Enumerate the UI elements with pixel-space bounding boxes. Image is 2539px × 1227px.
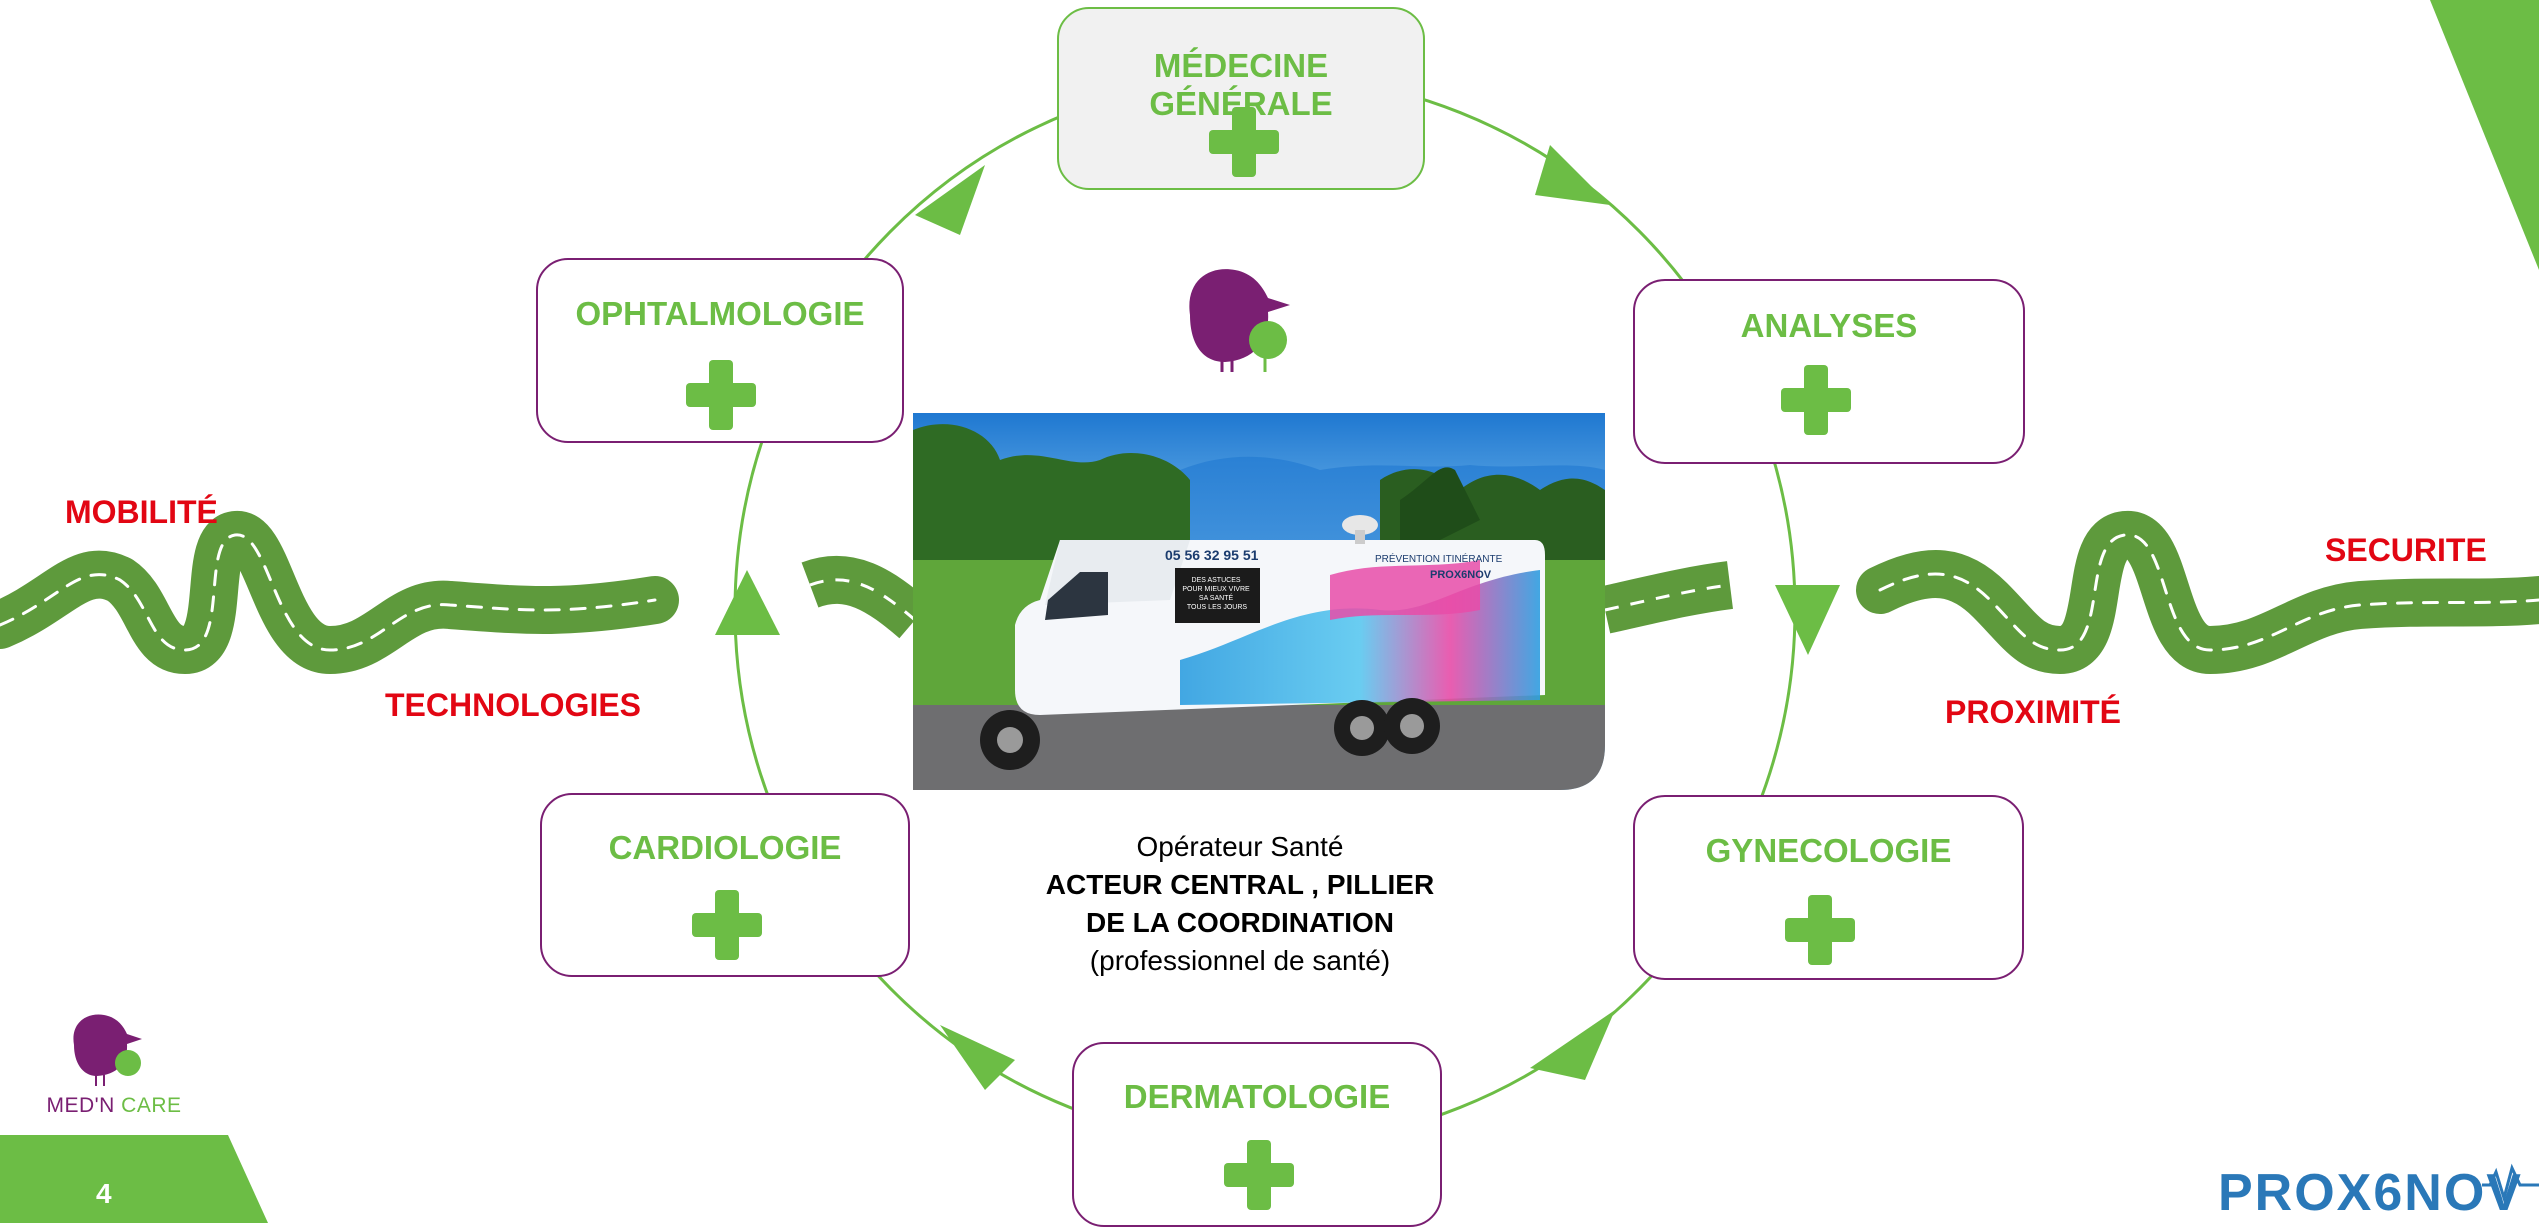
arrow-triangle-icon [1530,1010,1615,1080]
node-ophtalmologie: OPHTALMOLOGIE [536,258,904,443]
road-center-left [801,555,931,639]
mednc-logo-part-a: MED'N [46,1094,122,1117]
center-description: Opérateur Santé ACTEUR CENTRAL , PILLIER… [1030,828,1450,980]
van-sign-text: DES ASTUCES POUR MIEUX VIVRE SA SANTÉ TO… [1182,577,1251,611]
footer-band [0,1135,268,1223]
bird-logo-icon [1189,269,1290,372]
arrow-triangle-icon [1535,145,1610,205]
label-mobilite: MOBILITÉ [65,494,218,530]
node-medecine-generale: MÉDECINE GÉNÉRALE [1057,7,1425,190]
node-title: GYNECOLOGIE [1705,832,1952,869]
arrow-triangle-icon [715,570,780,635]
mednc-logo-part-b: CARE [121,1094,182,1117]
mednc-logo-text: MED'N CARE [44,1094,184,1118]
node-title: DERMATOLOGIE [1123,1078,1391,1115]
van-phone-text: 05 56 32 95 51 [1165,547,1259,563]
label-proximite: PROXIMITÉ [1945,694,2122,730]
center-line-2: ACTEUR CENTRAL , PILLIER [1045,869,1435,900]
node-title: ANALYSES [1740,307,1918,344]
node-title: CARDIOLOGIE [608,829,842,866]
plus-cross-icon [692,890,762,960]
node-dermatologie: DERMATOLOGIE [1072,1042,1442,1227]
road-center-right [1599,561,1734,634]
plus-cross-icon [1785,895,1855,965]
mednc-bird-logo-icon [73,1014,142,1086]
label-securite: SECURITE [2325,532,2487,568]
plus-cross-icon [686,360,756,430]
pulse-line-icon [2482,1163,2539,1204]
center-line-3: DE LA COORDINATION [1086,907,1394,938]
prox6nov-logo: PROX6NOV [2218,1164,2523,1222]
node-title: OPHTALMOLOGIE [575,295,865,332]
van-photo: DES ASTUCES POUR MIEUX VIVRE SA SANTÉ TO… [913,413,1605,790]
arrow-triangle-icon [1775,585,1840,655]
plus-cross-icon [1224,1140,1294,1210]
van-brand-text: PROX6NOV [1430,569,1492,581]
center-line-4: (professionnel de santé) [1089,945,1391,976]
node-cardiologie: CARDIOLOGIE [540,793,910,977]
arrow-triangle-icon [940,1025,1015,1090]
road-left [0,511,679,675]
corner-accent [2430,0,2539,270]
node-analyses: ANALYSES [1633,279,2025,464]
van-banner-text: PRÉVENTION ITINÉRANTE [1375,552,1503,565]
node-gynecologie: GYNECOLOGIE [1633,795,2024,980]
road-right [1856,511,2539,675]
page-number: 4 [96,1178,112,1209]
plus-cross-icon [1781,365,1851,435]
center-line-1: Opérateur Santé [1136,831,1344,862]
plus-cross-icon [1209,107,1279,177]
arrow-triangle-icon [915,165,985,235]
label-technologies: TECHNOLOGIES [385,687,642,723]
